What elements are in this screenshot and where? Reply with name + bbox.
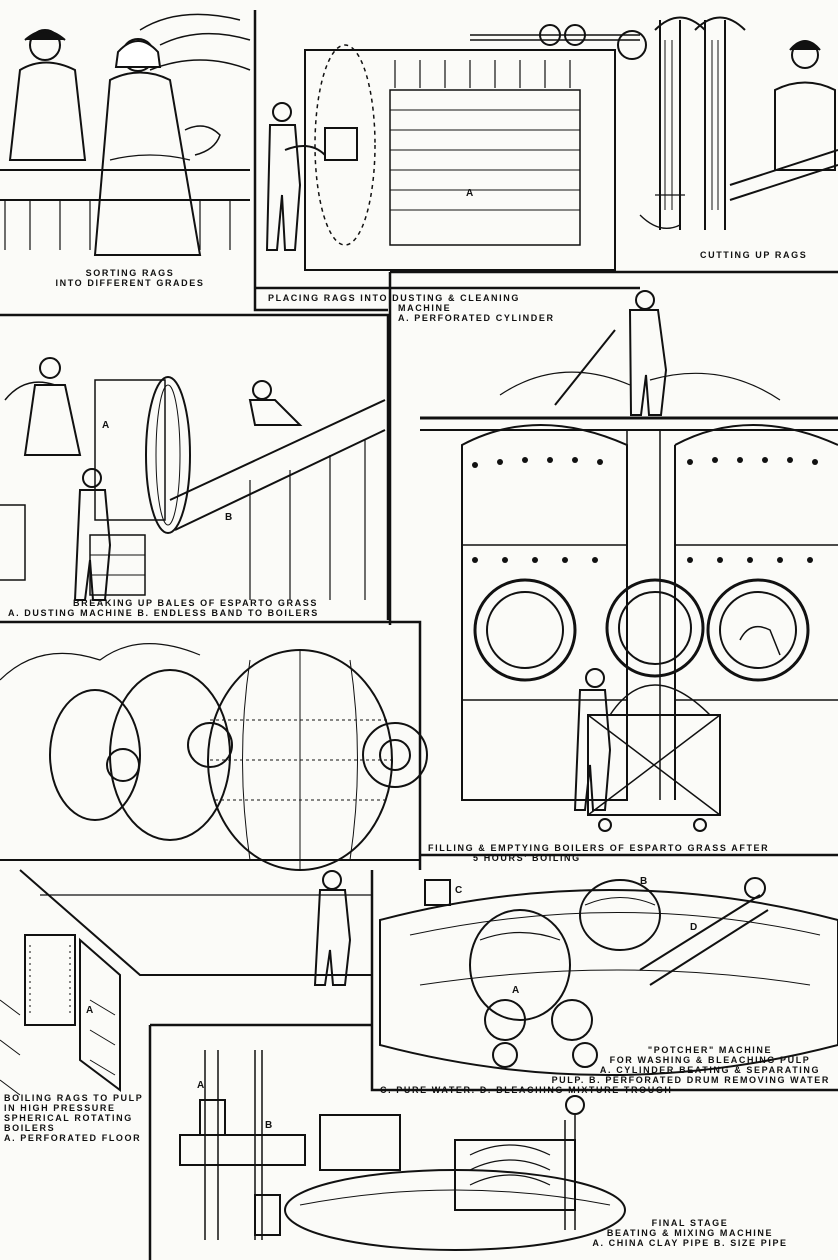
caption-cutting: Cutting up rags (700, 250, 807, 260)
marker-esparto-a: A (102, 420, 110, 431)
caption-dusting-line1: Placing rags into dusting & cleaning (268, 293, 520, 303)
caption-spherical-line5: A. Perforated floor (4, 1133, 142, 1143)
caption-potcher-line4: pulp. B. Perforated drum removing water (551, 1075, 830, 1085)
caption-sorting: Sorting rags into different grades (30, 268, 230, 288)
marker-potcher-d: D (690, 922, 698, 933)
caption-spherical-line2: in high pressure (4, 1103, 116, 1113)
caption-potcher-line5: C. Pure water. D. Bleaching mixture trou… (380, 1085, 673, 1095)
caption-final-line1: Final stage (651, 1218, 729, 1228)
caption-dusting: Placing rags into dusting & cleaning mac… (268, 293, 628, 323)
marker-esparto-b: B (225, 512, 233, 523)
caption-spherical-line1: Boiling rags to pulp (4, 1093, 144, 1103)
caption-spherical: Boiling rags to pulp in high pressure sp… (4, 1093, 144, 1143)
caption-final-line2: beating & mixing machine (606, 1228, 774, 1238)
caption-esparto-bales-line1: Breaking up bales of esparto grass (73, 598, 318, 608)
caption-esparto-boilers-line2: 5 hours' boiling (473, 853, 581, 863)
cutting-rags-scene (639, 16, 838, 230)
marker-spherical-a: A (86, 1005, 94, 1016)
esparto-bales-scene (0, 357, 386, 601)
caption-potcher-line1: "Potcher" machine (647, 1045, 773, 1055)
caption-esparto-bales-line2: A. Dusting machine B. Endless band to bo… (8, 608, 319, 618)
caption-sorting-line1: Sorting rags (85, 268, 175, 278)
caption-esparto-boilers-line1: Filling & emptying boilers of esparto gr… (428, 843, 770, 853)
caption-cutting-line1: Cutting up rags (700, 250, 808, 260)
marker-potcher-a: A (512, 985, 520, 996)
dusting-machine-scene (265, 24, 647, 271)
marker-final-b: B (265, 1120, 273, 1131)
esparto-boilers-scene (420, 290, 838, 832)
final-stage-scene (179, 1050, 626, 1251)
caption-potcher-line3: A. Cylinder beating & separating (599, 1065, 821, 1075)
potcher-machine-scene (379, 877, 838, 1076)
caption-potcher-line2: for washing & bleaching pulp (609, 1055, 811, 1065)
perforated-floor-scene (0, 869, 372, 1096)
caption-final-line3: A. China clay pipe B. Size pipe (592, 1238, 788, 1248)
marker-dusting-a: A (466, 188, 474, 199)
caption-spherical-line4: boilers (4, 1123, 56, 1133)
caption-spherical-line3: spherical rotating (4, 1113, 133, 1123)
caption-potcher-extra: pulp. B. Perforated drum removing water … (380, 1075, 830, 1095)
marker-final-a: A (197, 1080, 205, 1091)
marker-potcher-c: C (455, 885, 463, 896)
caption-potcher: "Potcher" machine for washing & bleachin… (590, 1045, 830, 1075)
caption-dusting-line3: A. Perforated cylinder (398, 313, 555, 323)
sorting-rags-scene (0, 13, 251, 256)
caption-sorting-line2: into different grades (55, 278, 205, 288)
panel-frames (0, 10, 838, 1260)
caption-final: Final stage beating & mixing machine A. … (545, 1218, 835, 1248)
caption-dusting-line2: machine (398, 303, 452, 313)
marker-potcher-b: B (640, 876, 648, 887)
caption-esparto-boilers: Filling & emptying boilers of esparto gr… (428, 843, 833, 863)
spherical-boilers-scene (0, 643, 428, 871)
caption-esparto-bales: Breaking up bales of esparto grass A. Du… (8, 598, 388, 618)
